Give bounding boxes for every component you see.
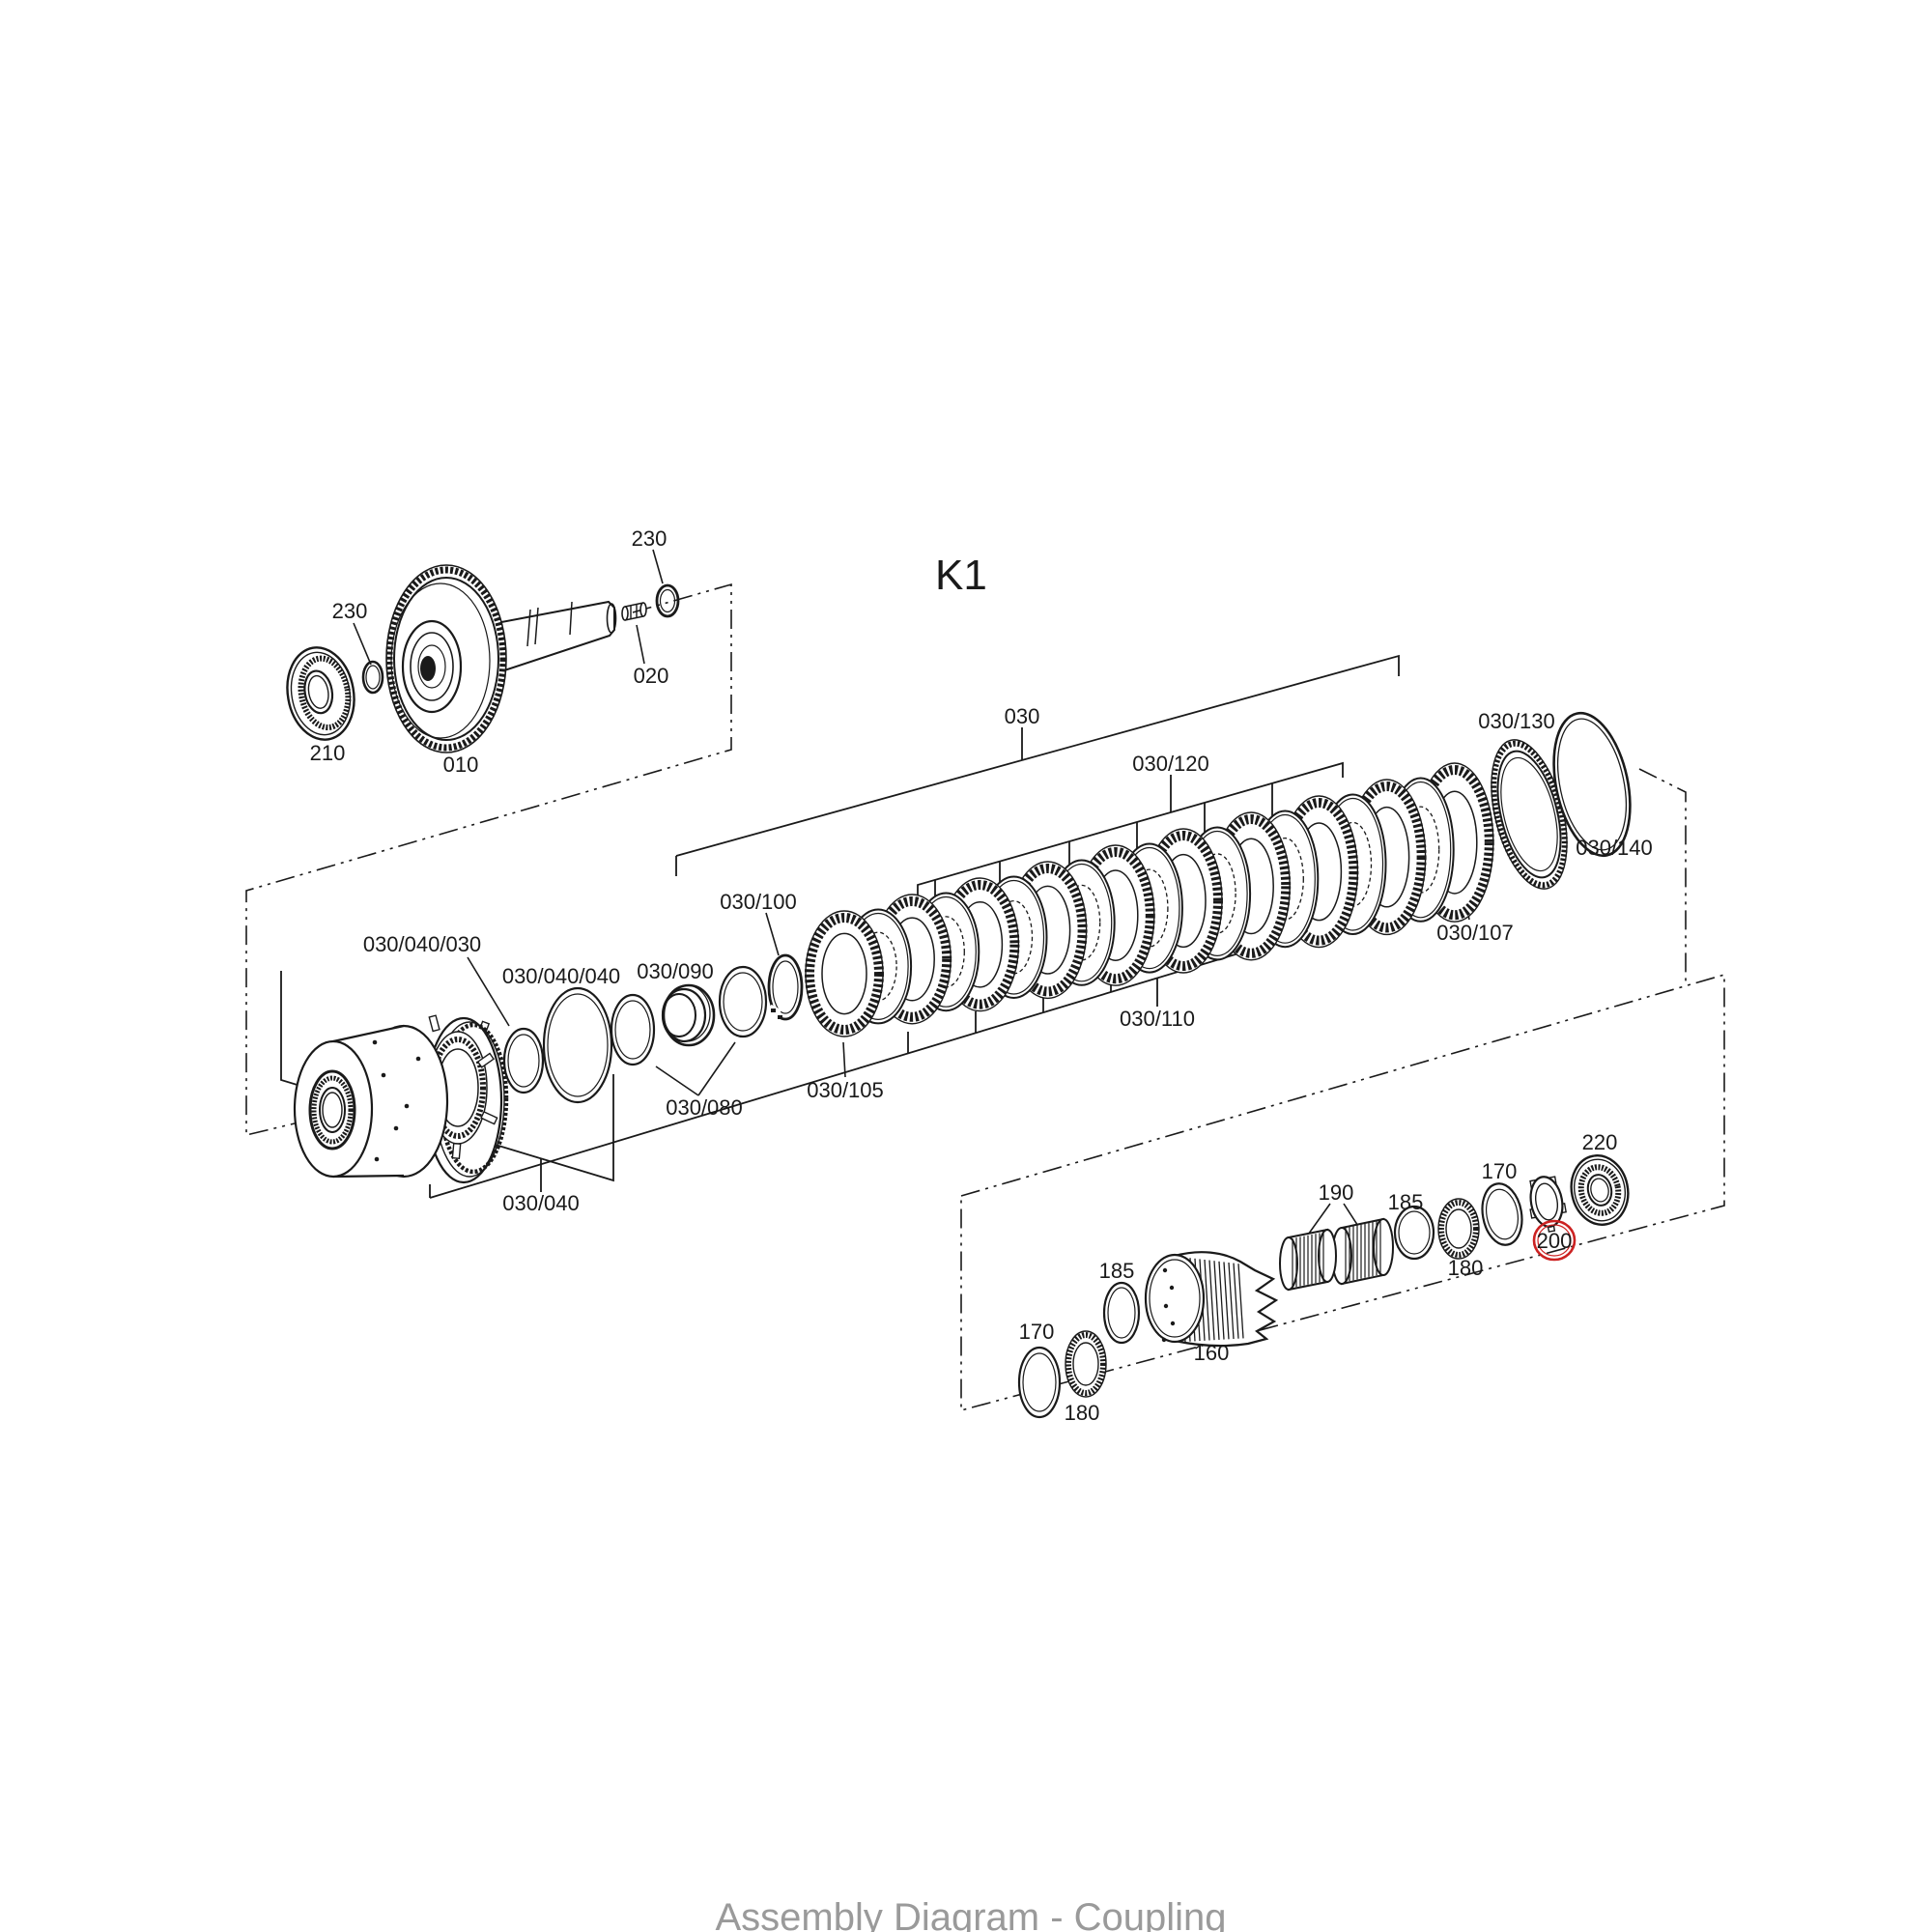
lock-washer-200	[1529, 1176, 1567, 1233]
ring-170-right	[1481, 1182, 1523, 1246]
pin-020	[621, 602, 647, 621]
boundary-k1-right-fragment	[1638, 768, 1687, 986]
part-label-210: 210	[310, 741, 346, 765]
needle-bearing-190-right	[1331, 1217, 1394, 1286]
part-labels-layer: 230 230 210 010 020 030 030/120 030/130 030/140 0…	[310, 526, 1653, 1425]
part-label-030-100: 030/100	[720, 890, 797, 914]
ring-185-left	[1102, 1281, 1141, 1345]
part-label-190: 190	[1319, 1180, 1354, 1205]
boundary-lower-gear-group	[960, 973, 1725, 1412]
ring-030-040-030	[502, 1027, 545, 1094]
ring-030-140	[1552, 711, 1632, 858]
part-label-170: 170	[1019, 1320, 1055, 1344]
subassembly-boundaries	[245, 582, 1725, 1412]
ring-030-080-left	[610, 993, 656, 1066]
snap-ring-030-100	[765, 953, 804, 1021]
part-label-030-090: 030/090	[637, 959, 714, 983]
spring-ring-030-090	[661, 983, 716, 1047]
ring-030-080-right	[718, 965, 768, 1038]
boundary-input-shaft-group	[245, 582, 732, 1137]
part-label-185: 185	[1099, 1259, 1135, 1283]
bearing-220	[1570, 1154, 1630, 1226]
ring-030-040-040	[542, 986, 613, 1104]
diagram-title: K1	[935, 552, 987, 599]
clutch-drum-030-040	[293, 1024, 449, 1179]
toothed-ring-030-130	[1491, 739, 1568, 890]
part-label-170: 170	[1482, 1159, 1518, 1183]
part-label-030-040: 030/040	[502, 1191, 580, 1215]
part-label-030-105: 030/105	[807, 1078, 884, 1102]
snap-ring-230-right	[655, 583, 680, 618]
gear-160	[1144, 1251, 1279, 1348]
part-label-220: 220	[1582, 1130, 1618, 1154]
toothed-washer-180-left	[1065, 1330, 1107, 1398]
part-label-030-080: 030/080	[666, 1095, 743, 1120]
part-label-030-130: 030/130	[1478, 709, 1555, 733]
part-label-160: 160	[1194, 1341, 1230, 1365]
diagram-caption: Assembly Diagram - Coupling	[715, 1896, 1226, 1932]
part-label-010: 010	[443, 753, 479, 777]
part-label-200: 200	[1537, 1229, 1573, 1253]
snap-ring-230-left	[361, 660, 384, 695]
part-label-030-040-030: 030/040/030	[363, 932, 481, 956]
part-label-185: 185	[1388, 1190, 1424, 1214]
part-label-030-107: 030/107	[1436, 921, 1514, 945]
part-label-230: 230	[332, 599, 368, 623]
part-label-030: 030	[1005, 704, 1040, 728]
part-label-230: 230	[632, 526, 668, 551]
ring-170-left	[1017, 1346, 1062, 1419]
part-label-180: 180	[1448, 1256, 1484, 1280]
ring-185-right	[1393, 1205, 1435, 1261]
part-label-030-140: 030/140	[1576, 836, 1653, 860]
part-label-030-040-040: 030/040/040	[502, 964, 620, 988]
part-label-030-120: 030/120	[1132, 752, 1209, 776]
gear-010	[385, 564, 507, 753]
needle-bearing-190-left	[1279, 1228, 1337, 1292]
part-label-030-110: 030/110	[1120, 1007, 1195, 1031]
bearing-210	[286, 646, 355, 741]
highlight-circle-200	[1532, 1219, 1577, 1262]
toothed-washer-180-right	[1437, 1198, 1480, 1260]
part-label-180: 180	[1065, 1401, 1100, 1425]
clutch-disc-pack	[805, 762, 1494, 1037]
part-label-020: 020	[634, 664, 669, 688]
